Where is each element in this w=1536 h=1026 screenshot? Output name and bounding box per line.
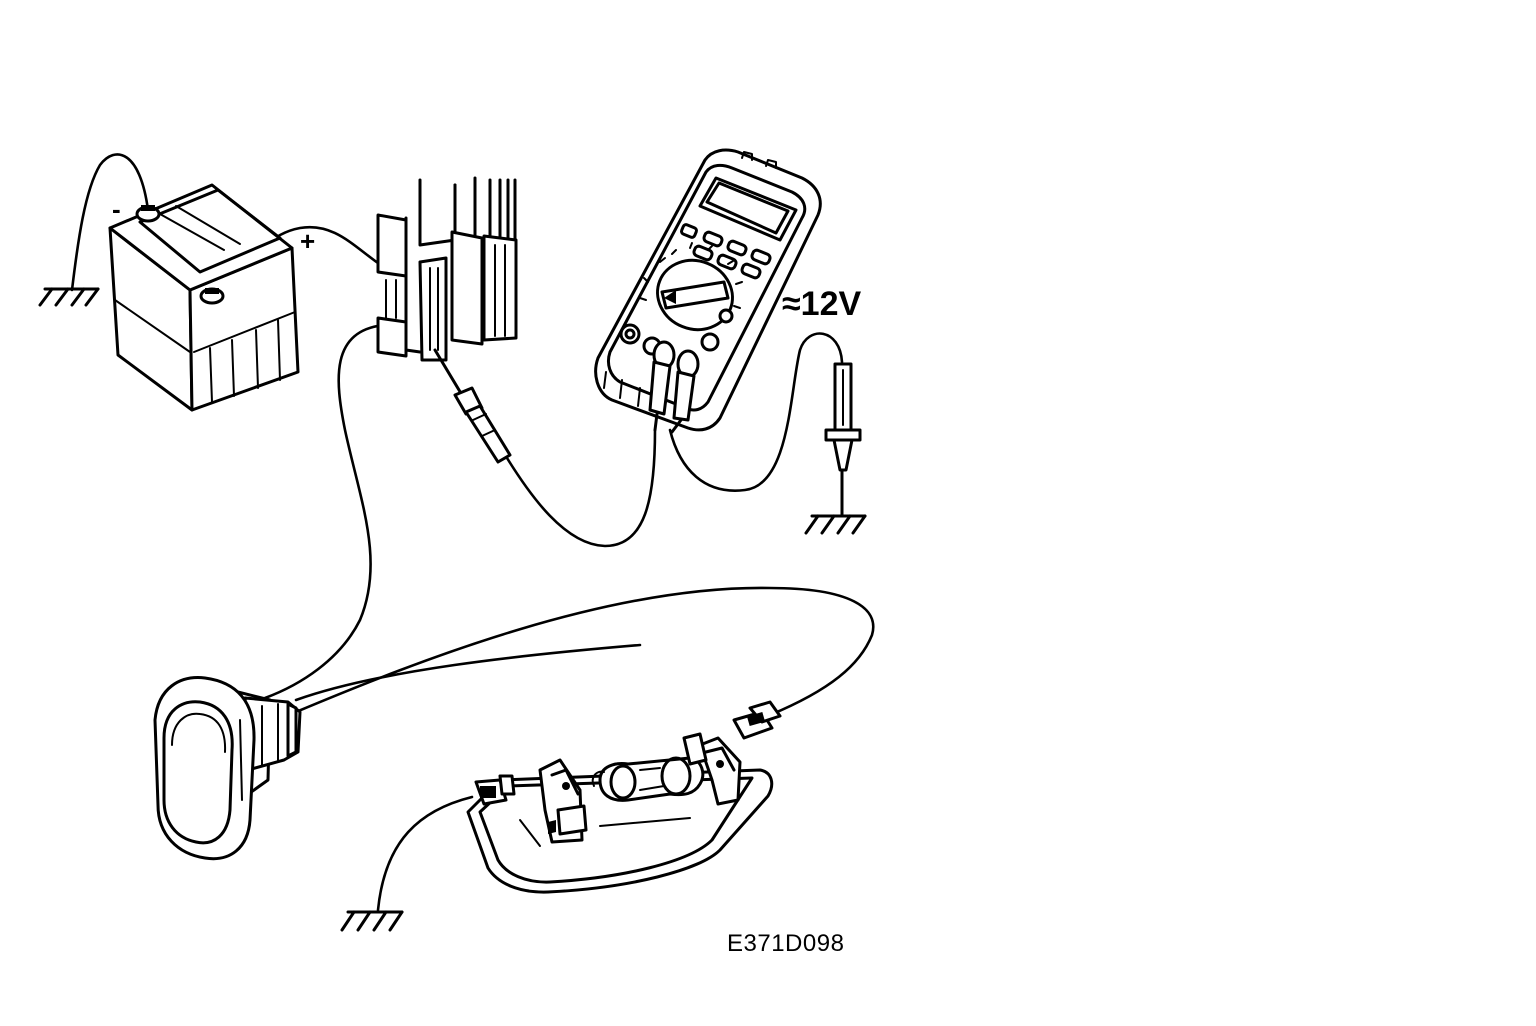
- battery-negative-label: -: [112, 194, 121, 224]
- figure-code-label: E371D098: [727, 930, 844, 957]
- battery-icon: - +: [108, 183, 315, 412]
- ground-symbol-battery: [38, 287, 100, 307]
- wire-multimeter-ground-probe: [668, 332, 844, 492]
- probe-icon: [433, 348, 512, 464]
- wire-switch-lamp-connector: [294, 586, 875, 717]
- ground-symbol-probe: [804, 468, 867, 535]
- ground-symbol-lamp: [340, 910, 404, 932]
- wire-lamp-ground: [376, 795, 474, 912]
- switch-icon: [153, 676, 302, 861]
- wire-probe-multimeter: [505, 428, 657, 548]
- wire-battery-negative-ground: [70, 153, 150, 292]
- wire-switch-lamp: [294, 643, 642, 702]
- fuse-box-icon: [376, 176, 518, 362]
- battery-positive-label: +: [300, 226, 315, 256]
- ground-probe-icon: [824, 362, 862, 472]
- multimeter-icon: [594, 148, 822, 434]
- wire-fusebox-switch: [263, 323, 387, 700]
- lamp-icon: [466, 700, 782, 894]
- voltage-reading-label: ≈12V: [782, 285, 861, 323]
